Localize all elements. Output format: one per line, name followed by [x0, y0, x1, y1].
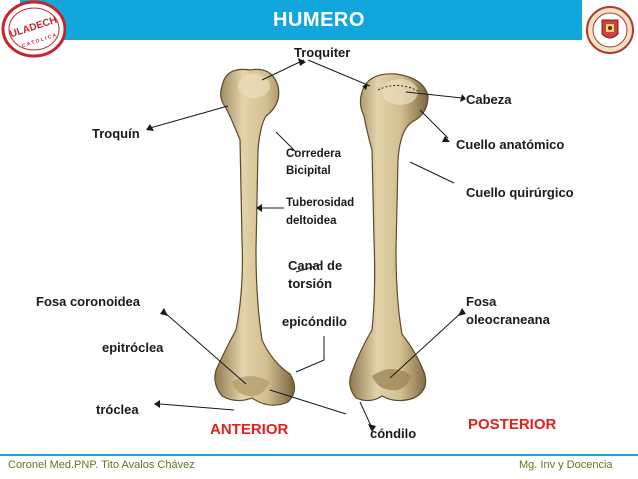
footer-degree: Mg. Inv y Docencia: [519, 459, 613, 471]
label-cabeza: Cabeza: [466, 92, 512, 107]
title-banner: [20, 0, 582, 40]
label-corredera-2: Bicipital: [286, 165, 331, 177]
label-canal-2: torsión: [288, 276, 333, 291]
label-troclea: tróclea: [96, 402, 139, 417]
humerus-posterior: [349, 73, 429, 402]
label-condilo: cóndilo: [370, 426, 417, 441]
label-corredera-1: Corredera: [286, 148, 341, 160]
university-seal-icon: [586, 6, 634, 54]
arrow-heads: [146, 58, 466, 432]
label-epitroclea: epitróclea: [102, 340, 164, 355]
uladech-logo: ULADECH CATOLICA: [1, 0, 66, 58]
footer-author: Coronel Med.PNP. Tito Avalos Chávez: [8, 459, 195, 471]
label-fosa-coronoidea: Fosa coronoidea: [36, 294, 141, 309]
label-tuberosidad-1: Tuberosidad: [286, 197, 355, 209]
label-fosa-ol-1: Fosa: [466, 294, 497, 309]
humerus-anterior: [214, 68, 296, 406]
label-troquiter: Troquiter: [294, 45, 351, 60]
label-troquin: Troquín: [92, 126, 140, 141]
label-canal-1: Canal de: [288, 258, 343, 273]
label-cuello-anatomico: Cuello anatómico: [456, 137, 565, 152]
label-anterior: ANTERIOR: [210, 421, 289, 438]
label-fosa-ol-2: oleocraneana: [466, 312, 550, 327]
pointer-lines: [149, 59, 463, 429]
label-tuberosidad-2: deltoidea: [286, 215, 337, 227]
page-title: HUMERO: [273, 9, 365, 31]
label-posterior: POSTERIOR: [468, 416, 557, 433]
footer-divider: [0, 454, 638, 456]
label-epicondilo: epicóndilo: [282, 314, 347, 329]
label-cuello-quirurgico: Cuello quirúrgico: [466, 185, 574, 200]
